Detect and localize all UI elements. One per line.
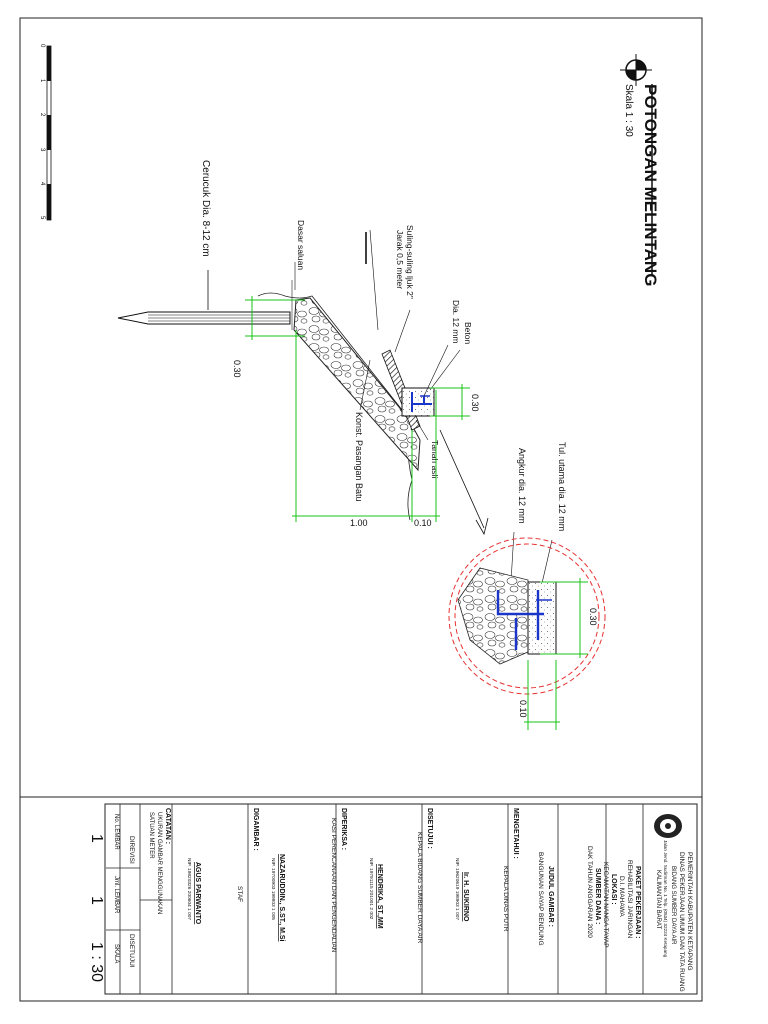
- skala-label-tb: SKALA: [113, 944, 119, 963]
- scale-label: Skala 1 : 30: [623, 84, 634, 137]
- dimension-label: 0.30: [470, 394, 480, 412]
- paket-value: REHABILITASI JARINGAN: [626, 860, 633, 939]
- scale-tick-label: 0: [39, 44, 45, 48]
- angkur-label: Angkur dia. 12 mm: [517, 448, 527, 524]
- beton-label: Beton: [463, 322, 473, 344]
- lokasi-value: KECAMATAN NANGA TAYAP: [602, 862, 609, 948]
- title-block: PEMERINTAH KABUPATEN KETAPANG DINAS PEKE…: [88, 803, 698, 995]
- agency-line: KALIMANTAN BARAT: [655, 870, 661, 929]
- mengetahui-label: MENGETAHUI :: [512, 808, 519, 859]
- detail-rebar: [496, 590, 544, 650]
- detail-circle: [448, 537, 606, 695]
- tanah-asli-label: Tanah asli: [430, 440, 440, 478]
- jml-lembar-label: Jml. LEMBAR: [113, 876, 119, 914]
- sumber-label: SUMBER DANA :: [594, 868, 601, 925]
- jarak-label: Jarak 0,5 meter: [395, 230, 405, 289]
- agency-line: PEMERINTAH KABUPATEN KETAPANG: [686, 852, 693, 971]
- rebar-main: [411, 392, 432, 412]
- disetujui-name: HENDRIKA, ST.,MM: [376, 864, 383, 929]
- drawing-title: POTONGAN MELINTANG: [641, 84, 660, 286]
- digambar-nip: NIP. 19820326 200604 1 007: [186, 858, 192, 920]
- disetujui-label: DISETUJUI :: [426, 808, 433, 849]
- catatan-line: SATUAN METER: [148, 812, 154, 859]
- dimension-label: 0.10: [518, 700, 528, 718]
- lokasi-label: LOKASI :: [610, 874, 617, 905]
- scale-tick-label: 5: [39, 216, 45, 220]
- judul-value: BANGUNAN SAYAP BENDUNG: [537, 852, 544, 946]
- agency-line: Jalan Jend. Sudirman No. 1 Telp. (0534) …: [663, 840, 668, 958]
- masonry-slope: [293, 297, 421, 472]
- catatan-label: CATATAN :: [164, 808, 171, 844]
- diperiksa-nip: NIP. 19700903 199803 1 005: [270, 858, 276, 920]
- mengetahui-name: Ir. H. SUKIRNO: [462, 872, 469, 922]
- sheet-border: [19, 17, 703, 1002]
- scale-tick-label: 1: [39, 79, 45, 83]
- dimension-label: 0.30: [232, 360, 242, 378]
- konst-label: Konst. Pasangan Batu: [354, 412, 364, 502]
- no-lembar-label: No. LEMBAR: [113, 814, 119, 850]
- tul-utama-label: Tul. utama dia. 12 mm: [557, 442, 567, 531]
- diperiksa-role: KASI PERENCANAAN DAN PENGENDALIAN: [330, 818, 337, 953]
- dimension-label: 1.00: [350, 518, 368, 528]
- dimension-lines: [245, 296, 470, 522]
- digambar-name: AGUS PARWANTO: [194, 862, 201, 925]
- scale-tick-label: 2: [39, 113, 45, 117]
- no-lembar-value: 1: [88, 834, 105, 843]
- agency-logo-icon: [654, 814, 682, 838]
- disetujui-col-label: DISETUJUI: [128, 934, 135, 968]
- dimension-label: 0.10: [414, 518, 432, 528]
- agency-line: BIDANG SUMBER DAYA AIR: [670, 866, 676, 945]
- cerucuk-label: Cerucuk Dia. 8-12 cm: [200, 160, 211, 257]
- sumber-value: DAK TAHUN ANGGARAN 2020: [586, 846, 593, 938]
- digambar-label: DIGAMBAR :: [252, 808, 259, 851]
- concrete-cap: [401, 387, 435, 417]
- scale-bar: 0 1 2 3 4 5: [39, 44, 52, 221]
- suling-label: Suling-suling ljuk 2": [405, 225, 415, 299]
- paket-value: D.I. MAHAWA: [618, 876, 625, 917]
- agency-line: DINAS PEKERJAAN UMUM DAN TATA RUANG: [678, 852, 685, 992]
- scale-tick-label: 3: [39, 148, 45, 152]
- dasar-saluran-label: Dasar saluan: [296, 220, 306, 270]
- dimension-label: 0.30: [588, 608, 598, 626]
- disetujui-nip: NIP. 19791115 201001 2 002: [368, 858, 374, 920]
- cerucuk-pile: Cerucuk Dia. 8-12 cm: [117, 160, 291, 325]
- drawing-title-group: POTONGAN MELINTANG Skala 1 : 30: [620, 54, 660, 286]
- disetujui-role: KEPALA BIDANG SUMBER DAYA AIR: [416, 832, 423, 944]
- catatan-line: UKURAN GAMBAR MENGGUNAKAN: [156, 812, 162, 914]
- mengetahui-nip: NIP. 19620619 198903 1 007: [454, 858, 460, 920]
- dia-label: Dia. 12 mm: [451, 300, 461, 343]
- ground-line: [257, 292, 413, 521]
- direvisi-label: DIREVISI: [128, 836, 135, 864]
- detail-concrete: [527, 581, 557, 655]
- diperiksa-label: DIPERIKSA :: [340, 808, 347, 850]
- skala-value: 1 : 30: [88, 942, 105, 982]
- digambar-role: STAF: [236, 886, 243, 902]
- scale-tick-label: 4: [39, 182, 45, 186]
- paket-label: PAKET PEKERJAAN :: [634, 866, 641, 939]
- mengetahui-role: KEPALA DINAS PUTR: [502, 866, 509, 932]
- drawing-area: POTONGAN MELINTANG Skala 1 : 30 0 1 2 3 …: [39, 44, 660, 730]
- jml-lembar-value: 1: [88, 896, 105, 905]
- diperiksa-name: NAZARUDDIN., S.ST., M.Si: [278, 854, 285, 942]
- judul-label: JUDUL GAMBAR :: [547, 866, 554, 927]
